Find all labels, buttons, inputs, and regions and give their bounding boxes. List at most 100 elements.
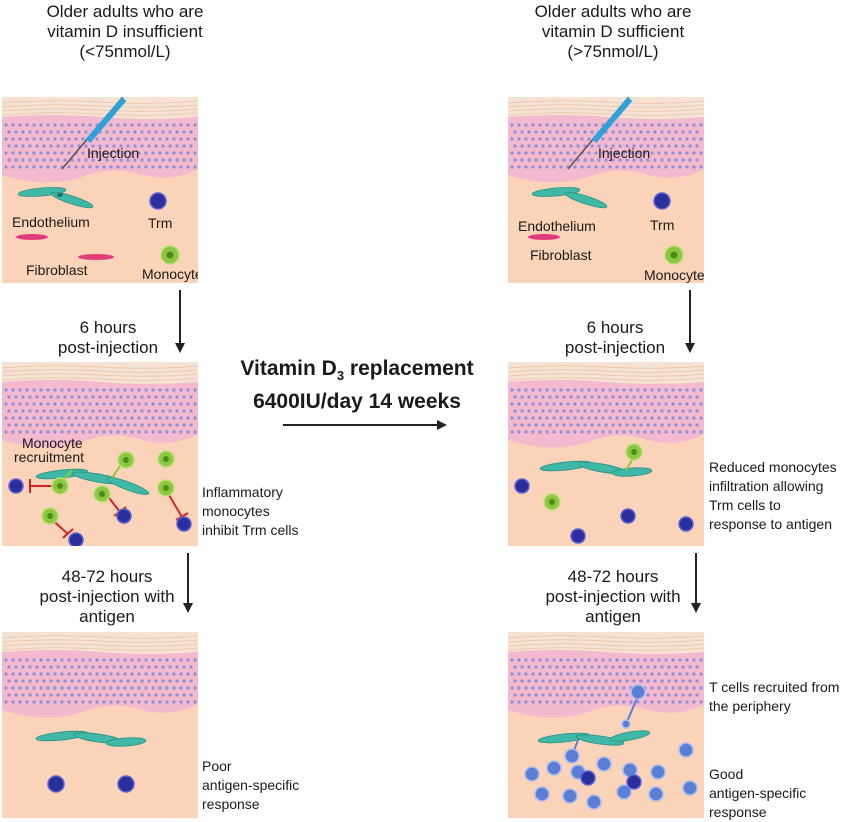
- epidermal-nucleus: [580, 165, 584, 169]
- epidermal-nucleus: [7, 395, 11, 399]
- epidermal-nucleus: [524, 658, 528, 662]
- epidermal-nucleus: [151, 137, 155, 141]
- epidermal-nucleus: [144, 388, 148, 392]
- epidermal-nucleus: [112, 158, 116, 162]
- epidermal-nucleus: [193, 165, 197, 169]
- epidermal-nucleus: [95, 658, 99, 662]
- epidermal-nucleus: [510, 137, 514, 141]
- epidermal-nucleus: [559, 165, 563, 169]
- epidermal-nucleus: [154, 423, 158, 427]
- epidermal-nucleus: [601, 686, 605, 690]
- epidermal-nucleus: [116, 402, 120, 406]
- epidermal-nucleus: [566, 430, 570, 434]
- epidermal-nucleus: [133, 395, 137, 399]
- epidermal-nucleus: [105, 130, 109, 134]
- trm-cells: [8, 478, 192, 546]
- epidermal-nucleus: [531, 165, 535, 169]
- epidermal-nucleus: [56, 423, 60, 427]
- epidermal-nucleus: [594, 388, 598, 392]
- epidermal-nucleus: [109, 151, 113, 155]
- epidermal-nucleus: [646, 665, 650, 669]
- epidermal-nucleus: [81, 402, 85, 406]
- epidermal-nucleus: [84, 144, 88, 148]
- epidermal-nucleus: [695, 693, 699, 697]
- epidermal-nucleus: [32, 672, 36, 676]
- epidermal-nucleus: [625, 144, 629, 148]
- epidermal-nucleus: [158, 123, 162, 127]
- epidermal-nucleus: [119, 409, 123, 413]
- epidermal-nucleus: [699, 388, 703, 392]
- epidermal-nucleus: [576, 693, 580, 697]
- trm-cells: [514, 478, 694, 544]
- epidermal-nucleus: [594, 416, 598, 420]
- epidermal-nucleus: [559, 402, 563, 406]
- epidermal-nucleus: [193, 123, 197, 127]
- epidermal-nucleus: [154, 665, 158, 669]
- epidermal-nucleus: [559, 388, 563, 392]
- epidermal-nucleus: [660, 409, 664, 413]
- epidermal-nucleus: [685, 123, 689, 127]
- epidermal-nucleus: [25, 658, 29, 662]
- epidermal-nucleus: [28, 130, 32, 134]
- epidermal-nucleus: [11, 165, 15, 169]
- epidermal-nucleus: [161, 679, 165, 683]
- epidermal-nucleus: [671, 388, 675, 392]
- epidermal-nucleus: [116, 388, 120, 392]
- right-header-line2: vitamin D sufficient: [541, 22, 685, 41]
- epidermal-nucleus: [14, 144, 18, 148]
- epidermal-nucleus: [189, 144, 193, 148]
- epidermal-nucleus: [636, 137, 640, 141]
- epidermal-nucleus: [193, 137, 197, 141]
- epidermal-nucleus: [49, 130, 53, 134]
- epidermal-nucleus: [63, 130, 67, 134]
- epidermal-nucleus: [615, 151, 619, 155]
- epidermal-nucleus: [119, 130, 123, 134]
- epidermal-nucleus: [667, 395, 671, 399]
- epidermal-nucleus: [60, 686, 64, 690]
- epidermal-nucleus: [625, 665, 629, 669]
- epidermal-nucleus: [161, 665, 165, 669]
- epidermal-nucleus: [81, 686, 85, 690]
- epidermal-nucleus: [622, 151, 626, 155]
- left-step2-line2: post-injection with: [39, 587, 175, 606]
- epidermal-nucleus: [674, 144, 678, 148]
- epidermal-nucleus: [158, 165, 162, 169]
- epidermal-nucleus: [91, 679, 95, 683]
- epidermal-nucleus: [35, 665, 39, 669]
- epidermal-nucleus: [81, 700, 85, 704]
- epidermal-nucleus: [42, 395, 46, 399]
- trm-label: Trm: [650, 217, 674, 233]
- epidermal-nucleus: [629, 700, 633, 704]
- epidermal-nucleus: [667, 158, 671, 162]
- epidermal-nucleus: [172, 165, 176, 169]
- epidermal-nucleus: [49, 423, 53, 427]
- epidermal-nucleus: [573, 402, 577, 406]
- epidermal-nucleus: [632, 409, 636, 413]
- epidermal-nucleus: [46, 402, 50, 406]
- epidermal-nucleus: [538, 658, 542, 662]
- epidermal-nucleus: [517, 416, 521, 420]
- epidermal-nucleus: [531, 658, 535, 662]
- epidermal-nucleus: [84, 423, 88, 427]
- right-step2-line2: post-injection with: [545, 587, 681, 606]
- epidermal-nucleus: [513, 158, 517, 162]
- epidermal-nucleus: [622, 416, 626, 420]
- epidermal-nucleus: [151, 430, 155, 434]
- epidermal-nucleus: [98, 409, 102, 413]
- epidermal-nucleus: [123, 700, 127, 704]
- epidermal-nucleus: [566, 123, 570, 127]
- epidermal-nucleus: [144, 165, 148, 169]
- epidermal-nucleus: [587, 658, 591, 662]
- epidermal-nucleus: [186, 137, 190, 141]
- epidermal-nucleus: [67, 165, 71, 169]
- epidermal-nucleus: [137, 388, 141, 392]
- epidermal-nucleus: [179, 430, 183, 434]
- epidermal-nucleus: [611, 130, 615, 134]
- right-note3b-line3: response: [709, 804, 767, 820]
- epidermal-nucleus: [46, 416, 50, 420]
- epidermal-nucleus: [179, 388, 183, 392]
- epidermal-nucleus: [25, 151, 29, 155]
- epidermal-nucleus: [130, 137, 134, 141]
- epidermal-nucleus: [688, 665, 692, 669]
- epidermal-nucleus: [179, 402, 183, 406]
